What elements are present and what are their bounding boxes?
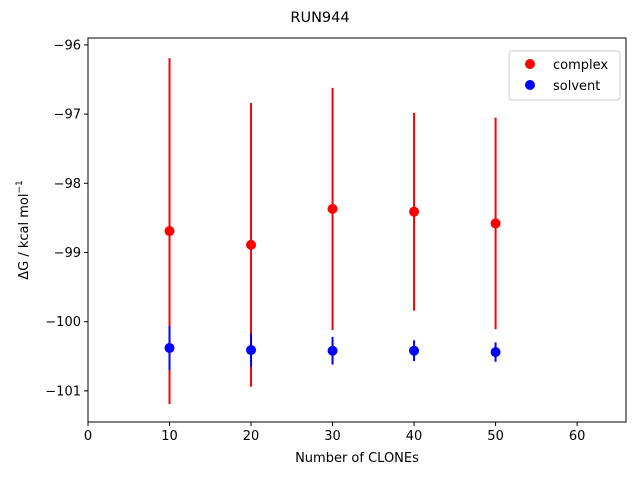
legend-marker-solvent — [525, 80, 535, 90]
y-tick-label: −100 — [45, 315, 81, 330]
x-tick-label: 20 — [243, 429, 260, 444]
y-tick-label: −98 — [54, 177, 81, 192]
y-axis-label-main: ΔG / kcal mol — [17, 194, 32, 280]
data-point-complex — [246, 239, 257, 250]
y-axis-label-superscript: −1 — [15, 180, 25, 193]
y-tick-label: −101 — [45, 384, 81, 399]
legend-box — [508, 50, 621, 101]
x-axis-label: Number of CLONEs — [295, 451, 419, 466]
legend: complex solvent — [508, 50, 621, 101]
x-tick-label: 30 — [324, 429, 341, 444]
data-point-solvent — [327, 345, 338, 356]
y-tick-label: −99 — [54, 246, 81, 261]
data-points — [164, 203, 501, 358]
x-tick-label: 0 — [84, 429, 92, 444]
data-point-solvent — [164, 342, 175, 353]
plot-frame — [87, 37, 627, 423]
plot-area — [87, 37, 627, 423]
data-point-solvent — [409, 345, 420, 356]
data-point-complex — [490, 218, 501, 229]
legend-label-complex: complex — [553, 58, 608, 73]
data-point-complex — [164, 226, 175, 237]
x-tick-label: 50 — [487, 429, 504, 444]
y-tick-label: −96 — [54, 38, 81, 53]
data-point-complex — [409, 206, 420, 217]
x-tick-label: 60 — [569, 429, 586, 444]
legend-marker-complex — [525, 59, 535, 69]
chart-title: RUN944 — [290, 10, 349, 26]
y-axis-ticks: −96 −97 −98 −99 −100 −101 — [45, 38, 88, 399]
data-point-complex — [327, 203, 338, 214]
x-tick-label: 40 — [406, 429, 423, 444]
x-axis-ticks: 0 10 20 30 40 50 60 — [84, 422, 586, 444]
data-point-solvent — [246, 345, 257, 356]
y-axis-label: ΔG / kcal mol−1 — [15, 180, 32, 280]
x-tick-label: 10 — [161, 429, 178, 444]
y-tick-label: −97 — [54, 108, 81, 123]
data-point-solvent — [490, 347, 501, 358]
legend-label-solvent: solvent — [553, 79, 600, 94]
